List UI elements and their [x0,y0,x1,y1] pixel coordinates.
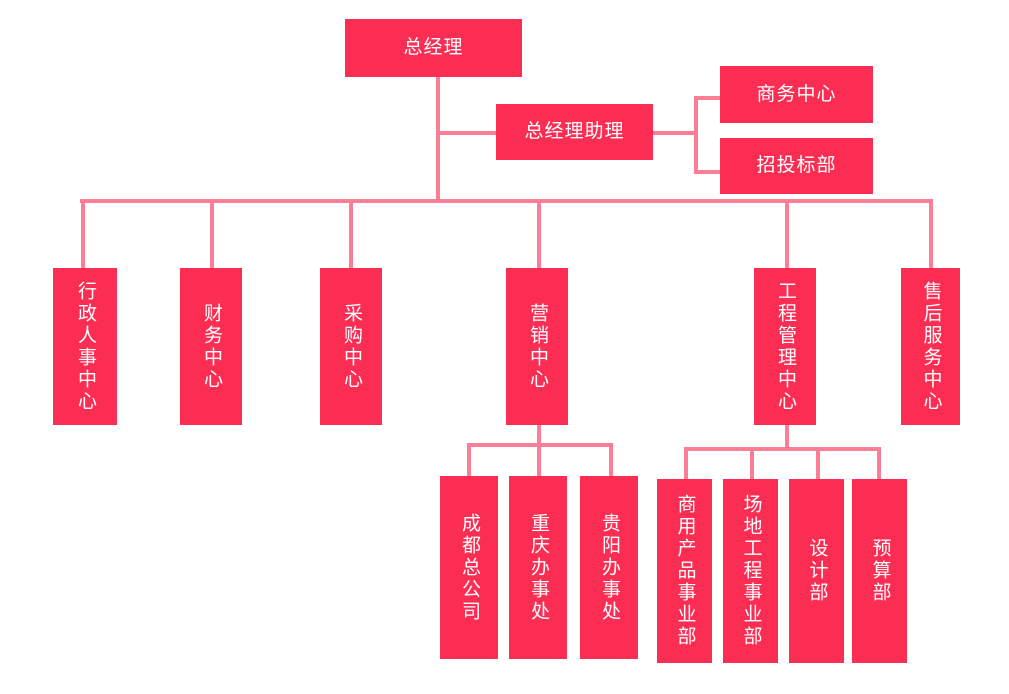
node-budget-dept[interactable]: 预算部 [852,479,907,663]
node-finance-center-label: 财务中心 [200,302,222,391]
connector-bus-to-purchasing [349,199,353,269]
node-chongqing-office[interactable]: 重庆办事处 [509,476,567,659]
connector-engineering-to-commercial-product [684,447,688,479]
node-commercial-product-div[interactable]: 商用产品事业部 [657,479,712,663]
connector-marketing-to-chengdu [467,443,471,476]
node-engineering-mgmt-center-label: 工程管理中心 [774,280,796,413]
connector-bus-to-finance [210,199,214,269]
connector-marketing-drop [537,424,541,446]
node-engineering-mgmt-center[interactable]: 工程管理中心 [754,268,816,425]
node-business-center[interactable]: 商务中心 [720,66,873,123]
node-after-sales-center-label: 售后服务中心 [920,280,942,413]
node-gm-assistant-label: 总经理助理 [524,121,625,143]
connector-gm-trunk [436,76,440,201]
node-chengdu-head-office-label: 成都总公司 [458,512,480,623]
connector-bus-to-marketing [537,199,541,269]
node-site-engineering-div[interactable]: 场地工程事业部 [723,479,778,663]
connector-engineering-to-design [816,447,820,479]
node-admin-hr-center-label: 行政人事中心 [74,280,96,413]
node-finance-center[interactable]: 财务中心 [180,268,242,425]
connector-marketing-to-chongqing [537,443,541,476]
node-general-manager[interactable]: 总经理 [345,19,522,77]
connector-main-bus [80,199,933,203]
connector-gm-to-assistant [436,131,504,135]
node-design-dept-label: 设计部 [806,538,828,604]
connector-bus-to-engineering [785,199,789,269]
node-chongqing-office-label: 重庆办事处 [527,512,549,623]
node-commercial-product-div-label: 商用产品事业部 [674,494,696,648]
connector-marketing-to-guiyang [609,443,613,476]
node-purchasing-center-label: 采购中心 [340,302,362,391]
node-purchasing-center[interactable]: 采购中心 [320,268,382,425]
node-marketing-center-label: 营销中心 [526,302,548,391]
connector-assistant-spine [694,96,698,174]
node-general-manager-label: 总经理 [403,37,464,59]
node-marketing-center[interactable]: 营销中心 [506,268,568,425]
node-chengdu-head-office[interactable]: 成都总公司 [440,476,498,659]
connector-bus-to-after-sales [929,199,933,269]
connector-assistant-stem [652,131,698,135]
connector-engineering-to-site-engineering [750,447,754,479]
node-business-center-label: 商务中心 [756,83,837,105]
node-admin-hr-center[interactable]: 行政人事中心 [53,268,117,425]
connector-bus-to-admin-hr [81,199,85,269]
connector-to-bidding-dept [694,170,722,174]
connector-to-business-center [694,96,722,100]
node-bidding-dept[interactable]: 招投标部 [720,138,873,194]
connector-engineering-drop [785,424,789,450]
node-guiyang-office[interactable]: 贵阳办事处 [580,476,638,659]
node-after-sales-center[interactable]: 售后服务中心 [901,268,960,425]
node-site-engineering-div-label: 场地工程事业部 [740,494,762,648]
node-gm-assistant[interactable]: 总经理助理 [496,104,653,160]
node-guiyang-office-label: 贵阳办事处 [598,512,620,623]
connector-engineering-bus [684,447,881,451]
node-bidding-dept-label: 招投标部 [756,155,837,177]
connector-engineering-to-budget [877,447,881,479]
node-design-dept[interactable]: 设计部 [789,479,844,663]
node-budget-dept-label: 预算部 [869,538,891,604]
